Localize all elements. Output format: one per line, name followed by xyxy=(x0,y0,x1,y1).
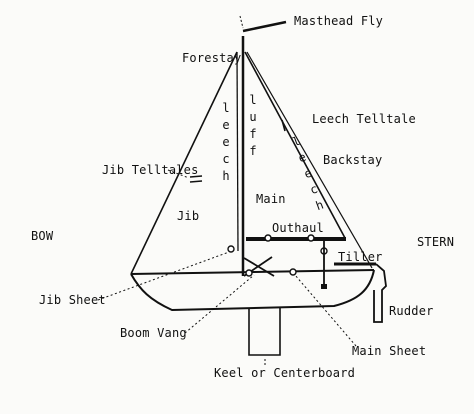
outhaul-fitting xyxy=(307,234,315,242)
boom-vang-label: Boom Vang xyxy=(120,326,187,340)
leech-telltale-mark xyxy=(281,119,286,132)
main-sheet-cleat xyxy=(321,284,327,289)
forestay-line xyxy=(130,51,238,275)
forestay-label: Forestay xyxy=(182,51,242,65)
outhaul-fitting xyxy=(264,234,272,242)
jib-sheet-label: Jib Sheet xyxy=(39,293,106,307)
leader-jib-telltales xyxy=(167,169,190,179)
leech-telltale-label: Leech Telltale xyxy=(312,112,416,126)
boom xyxy=(246,237,346,241)
main-sheet-label: Main Sheet xyxy=(352,344,427,358)
hull xyxy=(130,269,375,312)
main-luff-word: luff xyxy=(249,93,257,158)
stern-label: STERN xyxy=(417,235,455,249)
bow-label: BOW xyxy=(31,229,54,243)
main-sail-label: Main xyxy=(256,192,286,206)
jib-sheet-fitting xyxy=(227,245,235,253)
masthead-fly-label: Masthead Fly xyxy=(294,14,384,28)
keel-label: Keel or Centerboard xyxy=(214,366,356,380)
jib-telltale-mark xyxy=(189,175,203,178)
jib-telltales-label: Jib Telltales xyxy=(102,163,199,177)
masthead-fly xyxy=(242,20,287,33)
main-sheet-block xyxy=(289,268,297,276)
outhaul-label: Outhaul xyxy=(272,221,324,235)
leader-masthead-fly xyxy=(239,15,244,29)
keel xyxy=(248,308,281,356)
tiller-label: Tiller xyxy=(338,250,383,264)
backstay-line xyxy=(246,51,373,269)
jib-telltale-mark xyxy=(189,180,203,183)
backstay-label: Backstay xyxy=(323,153,383,167)
jib-sail-label: Jib xyxy=(177,209,200,223)
rudder xyxy=(373,263,387,323)
boom-vang-line xyxy=(243,257,275,277)
leader-boom-vang xyxy=(184,274,255,334)
mast-base-fitting xyxy=(245,269,253,277)
rudder-label: Rudder xyxy=(389,304,434,318)
jib-leech-word: leech xyxy=(222,101,230,183)
leader-main-sheet xyxy=(294,274,357,347)
leader-jib-sheet xyxy=(97,251,230,301)
jib-leech-line xyxy=(236,51,239,252)
main-leech-line xyxy=(244,51,346,239)
